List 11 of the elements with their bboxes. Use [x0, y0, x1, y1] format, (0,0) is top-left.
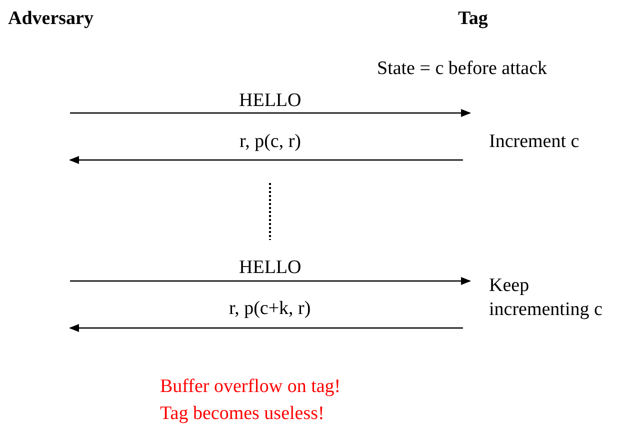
warning-text: Tag becomes useless!	[160, 403, 324, 425]
message-label: r, p(c+k, r)	[229, 298, 311, 320]
lifeline-heading: Adversary	[8, 8, 94, 30]
warning-text: Buffer overflow on tag!	[160, 376, 341, 398]
message-label: HELLO	[239, 257, 302, 279]
lifeline-heading: Tag	[458, 8, 488, 30]
note: Increment c	[489, 131, 580, 153]
message-label: HELLO	[239, 90, 302, 112]
note: Keep incrementing c	[489, 274, 604, 322]
note: State = c before attack	[377, 58, 548, 80]
message-label: r, p(c, r)	[240, 131, 301, 153]
